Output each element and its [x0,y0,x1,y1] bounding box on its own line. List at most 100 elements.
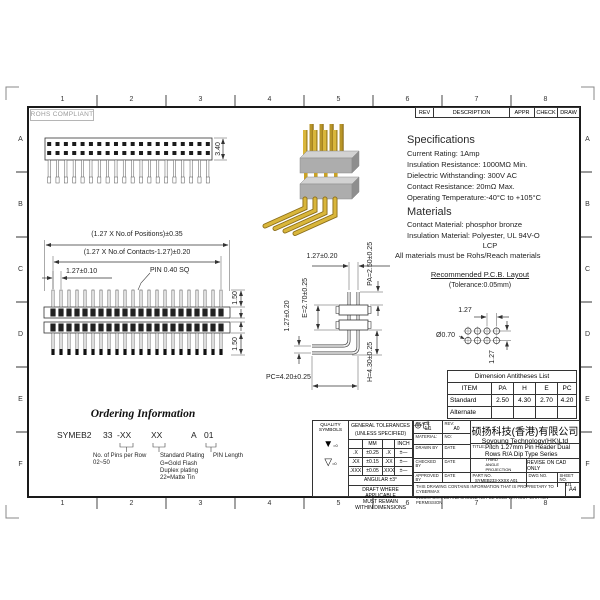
no-label: NO: [444,433,452,439]
antitheses-alternate-label: Alternate [450,408,477,416]
zone-number: 1 [60,96,65,103]
ordering-note-plating: Standard Plating [160,453,205,459]
zone-letter: C [584,266,591,273]
revision-col-draw: DRAW [557,108,579,117]
zone-number: 4 [267,96,272,103]
antitheses-standard-e: 2.70 [535,395,557,406]
company-block: 硕扬科技(香港)有限公司 Soyoung Technology(HK)Ltd [471,421,579,445]
ordering-code-length: 01 [204,430,214,440]
spec-current-rating: Current Rating: 1Amp [407,149,480,158]
pin-size-label: PIN 0.40 SQ [150,267,190,274]
side-view-body-1 [338,304,369,316]
dwg-no-label: DWG NO. [528,473,548,478]
top-view-body [44,137,213,161]
tol-xxx-label-2: .XXX [382,466,395,475]
revision-col-appr: APPR [509,108,534,117]
date-label: DATE [444,472,456,478]
checked-by-label: CHECKED BY [415,458,436,469]
materials-title: Materials [407,206,452,218]
material-label: MATERIAL: [415,433,438,439]
ordering-code-series: SYMEB2 [57,430,92,440]
zone-letter: A [18,136,23,143]
zone-letter: C [17,266,24,273]
tol-xx-label: .XX [351,458,360,465]
zone-letter: B [585,201,590,208]
antitheses-header-pc: PC [557,383,576,394]
spec-insulation-resistance: Insulation Resistance: 1000MΩ Min. [407,160,528,169]
zone-number: 6 [405,500,410,507]
antitheses-header-pa: PA [491,383,513,394]
drawing-title-line1: Pitch 1.27mm Pin Header Dual [485,444,571,451]
sheet-size: A4 [565,483,579,497]
antitheses-header-item: ITEM [461,385,478,392]
tol-x-label-2: .X [382,448,394,457]
dim-tail-bottom: 1.50 [232,337,240,351]
antitheses-title: Dimension Antitheses List [474,373,550,380]
tolerances-draft-2: MUST REMAIN [363,498,398,505]
tolerances-draft-3: WITHIN DIMENSIONS [355,504,406,511]
pcb-dim-vertical: 1.27 [489,350,497,364]
spec-operating-temp: Operating Temperature:-40°C to +105°C [407,193,542,202]
antitheses-alternate-h [513,407,535,418]
antitheses-standard-pa: 2.50 [491,395,513,406]
date-label: DATE [444,458,456,464]
zone-letter: F [18,461,23,468]
dim-side-e: E=2.70±0.25 [302,277,310,318]
material-lcp: LCP [482,241,498,250]
zone-number: 8 [543,96,548,103]
zone-number: 3 [198,500,203,507]
ordering-title: Ordering Information [90,408,196,420]
specifications-title: Specifications [407,134,475,146]
ordering-note-matte: 22=Matte Tin [160,475,195,481]
tolerances-title-1: GENERAL TOLERANCES [351,422,410,429]
antitheses-table: Dimension Antitheses List ITEM PA H E PC… [447,370,577,419]
revision-col-check: CHECK [534,108,557,117]
drawing-title-line2: Rows R/A Dip Type Series [485,451,558,458]
drawn-by-label: DRAWN BY [415,445,438,451]
tol-xx-label-2: .XX [382,457,394,466]
antitheses-alternate-e [535,407,557,418]
date-label: DATE [444,445,456,451]
spec-dielectric: Dielectric Withstanding: 300V AC [407,171,518,180]
tolerances-angular: ANGULAR ±3° [349,474,412,485]
zone-number: 8 [543,500,548,507]
quality-symbol-filled-triangle-icon: ▼=0 [323,439,338,450]
zone-letter: F [585,461,590,468]
zone-number: 2 [129,500,134,507]
tol-x-label: .X [353,449,358,456]
table-row: Standard 2.50 4.30 2.70 4.20 [448,394,576,406]
part-no-value: SYMEB233-XXXX A01 [475,478,518,484]
tolerances-draft-1: DRAFT WHERE APPLICABLE [349,484,412,499]
zone-number: 7 [474,96,479,103]
tolerances-title-2: (UNLESS SPECIFIED) [354,430,407,437]
table-row: .X ±0.25 .X ±— [349,447,412,457]
title-label: TITLE: [472,444,486,449]
antitheses-alternate-pc [557,407,576,418]
quality-symbol-open-triangle-icon: ▽=0 [324,457,337,468]
antitheses-standard-label: Standard [450,396,477,404]
ordering-note-duplex: Duplex plating [160,468,199,474]
pcb-layout-title: Recommended P.C.B. Layout [430,270,530,279]
tolerance-block: QUALITY SYMBOLS ▼=0 ▽=0 GENERAL TOLERANC… [312,420,413,511]
tol-xxx-mm: ±0.05 [362,466,382,475]
table-row: Alternate [448,406,576,418]
zone-number: 3 [198,96,203,103]
top-view-pins [47,142,210,184]
front-view-body-bottom [43,321,231,334]
side-view-body-2 [338,319,369,331]
proprietary-line-1: THIS DRAWING CONTAINS INFORMATION THAT I… [416,484,554,495]
antitheses-standard-pc: 4.20 [557,395,576,406]
dim-tail-top: 1.50 [232,291,240,305]
dim-top-view-height: 3.40 [215,142,223,156]
pcb-dim-horizontal: 1.27 [458,307,472,314]
antitheses-standard-h: 4.30 [513,395,535,406]
rev-label: REV: [444,421,455,426]
zone-ticks [16,95,592,509]
table-row: .XX ±0.15 .XX ±— [349,456,412,466]
rohs-compliant-stamp: ROHS COMPLIANT [30,109,94,121]
tol-x-inch: ±— [394,448,412,457]
